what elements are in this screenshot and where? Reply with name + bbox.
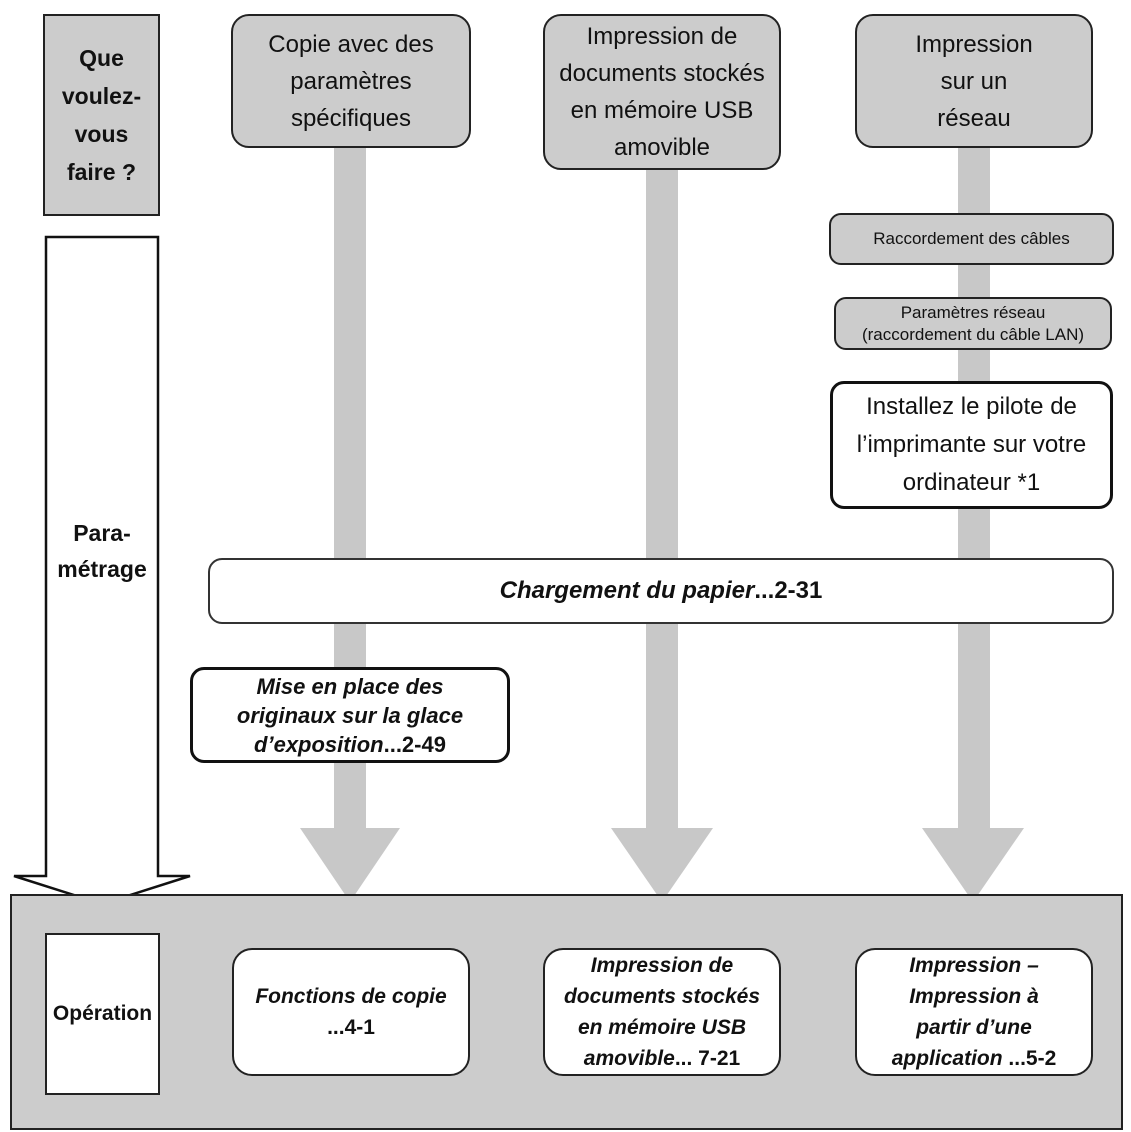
arrow-head-usb [611,828,713,902]
column-header-copy: Copie avec des paramètres spécifiques [231,14,471,148]
operation-label-box: Opération [45,933,160,1095]
question-label: Que voulez- vous faire ? [61,45,142,185]
arrow-shaft-usb [646,170,678,828]
paper-loading-label: Chargement du papier [499,577,755,604]
originals-placement-box: Mise en place des originaux sur la glace… [190,667,510,763]
originals-label: Mise en place des originaux sur la glace… [236,673,464,757]
operation-usb-print: Impression de documents stockés en mémoi… [543,948,781,1076]
operation-usb-ref: ... 7-21 [674,1047,741,1070]
operation-network-ref: ...5-2 [1002,1047,1057,1070]
operation-usb-label: Impression de documents stockés en mémoi… [563,954,761,1070]
operation-copy-label: Fonctions de copie [255,985,447,1008]
step-network-parameters: Paramètres réseau (raccordement du câble… [834,297,1112,350]
step-install-driver: Installez le pilote de l’imprimante sur … [830,381,1113,509]
operation-network-label: Impression – Impression à partir d’une a… [891,954,1039,1070]
operation-network-print: Impression – Impression à partir d’une a… [855,948,1093,1076]
arrow-head-network [922,828,1024,902]
operation-copy-functions: Fonctions de copie ...4-1 [232,948,470,1076]
column-header-network: Impression sur un réseau [855,14,1093,148]
question-box: Que voulez- vous faire ? [43,14,160,216]
paper-loading-bar: Chargement du papier...2-31 [208,558,1114,624]
paper-loading-ref: ...2-31 [754,577,823,604]
operation-label: Opération [52,1002,153,1025]
arrow-head-copy [300,828,400,902]
originals-ref: ...2-49 [383,731,446,757]
column-header-usb: Impression de documents stockés en mémoi… [543,14,781,170]
step-cable-connection: Raccordement des câbles [829,213,1114,265]
setup-phase-label: Para- métrage [57,520,147,582]
operation-copy-ref: ...4-1 [327,1016,375,1039]
setup-phase-arrow [13,235,191,906]
